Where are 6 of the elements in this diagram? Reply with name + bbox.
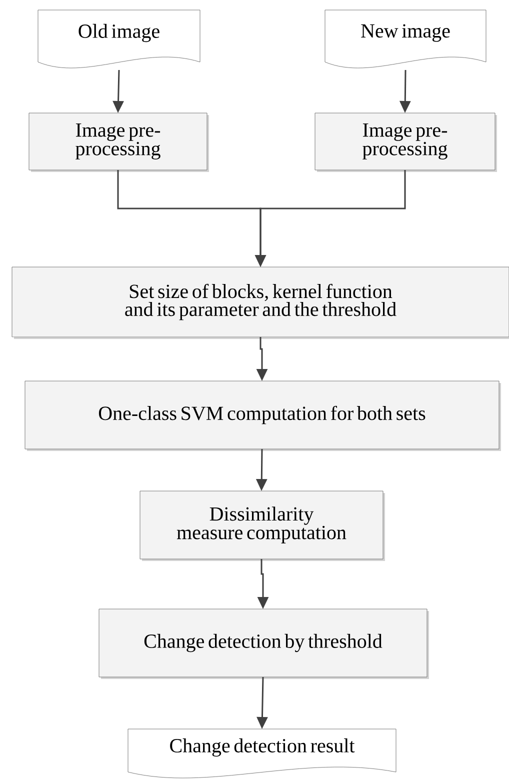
process-box: Image pre-processing xyxy=(28,112,209,172)
process-box: One-class SVM computation for both sets xyxy=(24,380,501,451)
process-box: Change detection by threshold xyxy=(98,608,429,679)
process-box: Dissimilarity measure computation xyxy=(140,490,385,561)
process-box: Image pre-processing xyxy=(314,112,497,172)
process-box: Set size of blocks, kernel function and its parameter and the threshold xyxy=(12,266,509,339)
